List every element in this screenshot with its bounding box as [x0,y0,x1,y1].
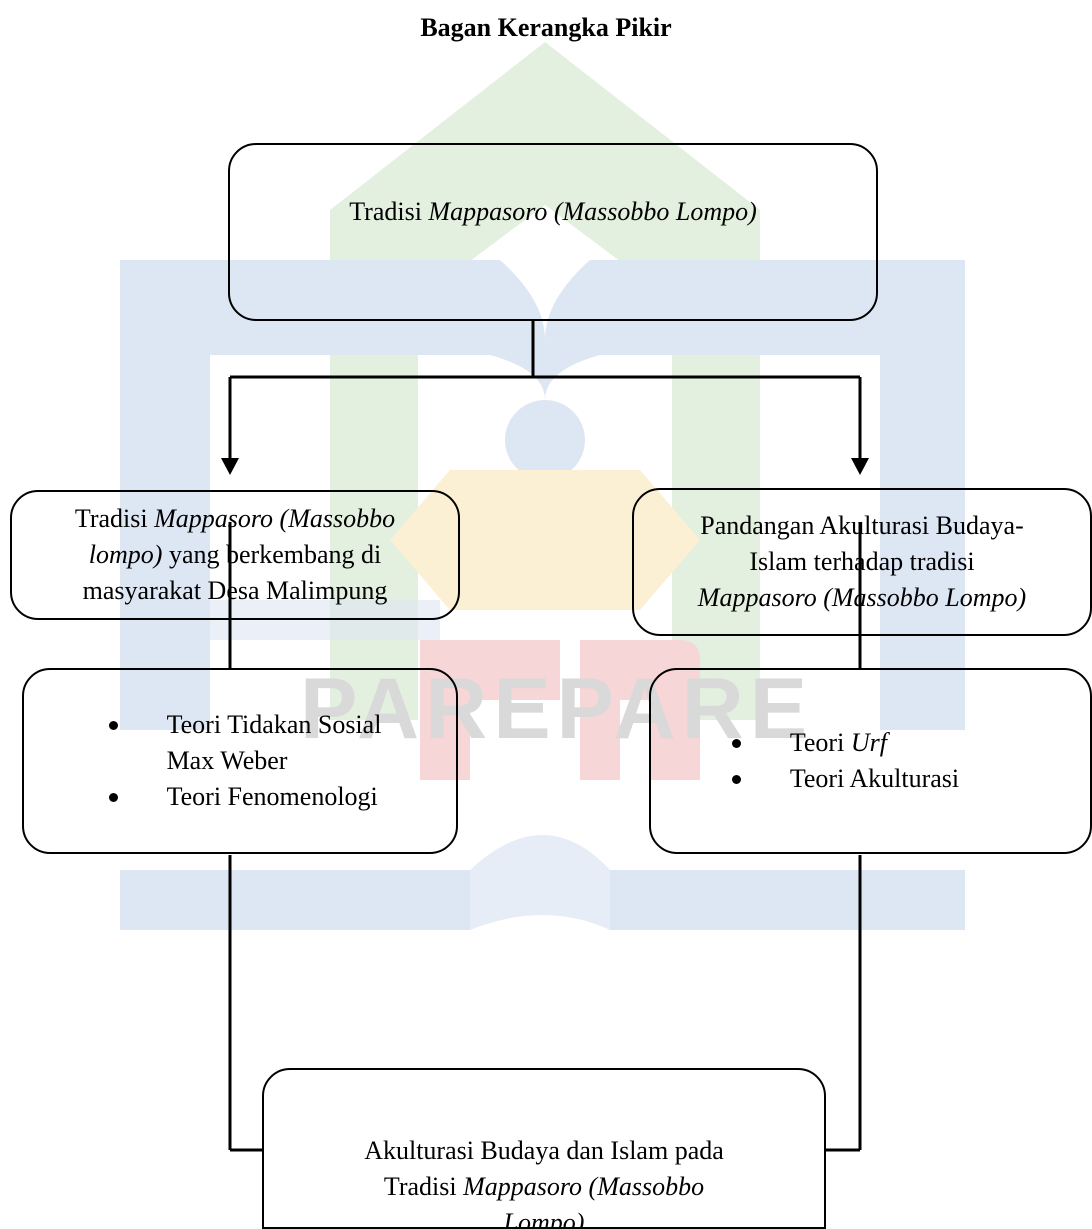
theory-left-item-1-line1: Teori Tidakan Sosial [166,710,382,739]
theory-right-item-1: Teori Urf [731,725,959,761]
theory-right-item-1-italic: Urf [850,728,887,757]
node-result-line3-italic: Lompo) [503,1207,585,1229]
node-result-line2-prefix: Tradisi [383,1171,464,1201]
node-theories-right: Teori Urf Teori Akulturasi [649,668,1092,854]
theory-right-item-2: Teori Akulturasi [731,761,960,797]
arrow-head-left [221,458,239,475]
theory-left-item-1-line2: Max Weber [166,746,288,775]
arrow-head-right [851,458,869,475]
theory-left-item-2-text: Teori Fenomenologi [166,782,378,811]
watermark-text: PAREPARE [300,661,814,757]
theory-right-item-1-prefix: Teori [789,728,851,757]
theory-right-item-2-text: Teori Akulturasi [789,764,960,793]
node-right-line2: Islam terhadap tradisi [749,547,975,576]
node-root-prefix: Tradisi [349,197,429,226]
node-left-prefix: Tradisi [74,504,155,533]
node-root: Tradisi Mappasoro (Massobbo Lompo) [228,143,878,321]
watermark-bottom-arch [120,835,965,930]
node-left-line3: masyarakat Desa Malimpung [82,576,388,605]
node-left-italic1: Mappasoro (Massobbo [154,504,396,533]
theory-left-item-2: Teori Fenomenologi [108,779,382,815]
node-root-italic: Mappasoro (Massobbo Lompo) [428,197,757,226]
node-left-suffix: yang berkembang di [162,540,382,569]
node-right: Pandangan Akulturasi Budaya- Islam terha… [632,488,1092,636]
node-theories-left: Teori Tidakan Sosial Max Weber Teori Fen… [22,668,458,854]
node-left-italic2: lompo) [88,540,163,569]
watermark-dome-shape [330,42,760,720]
node-result: Akulturasi Budaya dan Islam pada Tradisi… [262,1068,826,1229]
diagram-title: Bagan Kerangka Pikir [420,13,672,42]
node-right-italic: Mappasoro (Massobbo Lompo) [697,583,1027,612]
node-left: Tradisi Mappasoro (Massobbo lompo) yang … [10,490,460,620]
node-result-line1: Akulturasi Budaya dan Islam pada [364,1135,724,1165]
watermark-star-shape [390,470,700,610]
node-result-line2-italic: Mappasoro (Massobbo [463,1171,705,1201]
theory-left-item-1: Teori Tidakan Sosial Max Weber [108,707,382,779]
node-right-line1: Pandangan Akulturasi Budaya- [700,511,1024,540]
watermark-book-shape [120,260,965,730]
